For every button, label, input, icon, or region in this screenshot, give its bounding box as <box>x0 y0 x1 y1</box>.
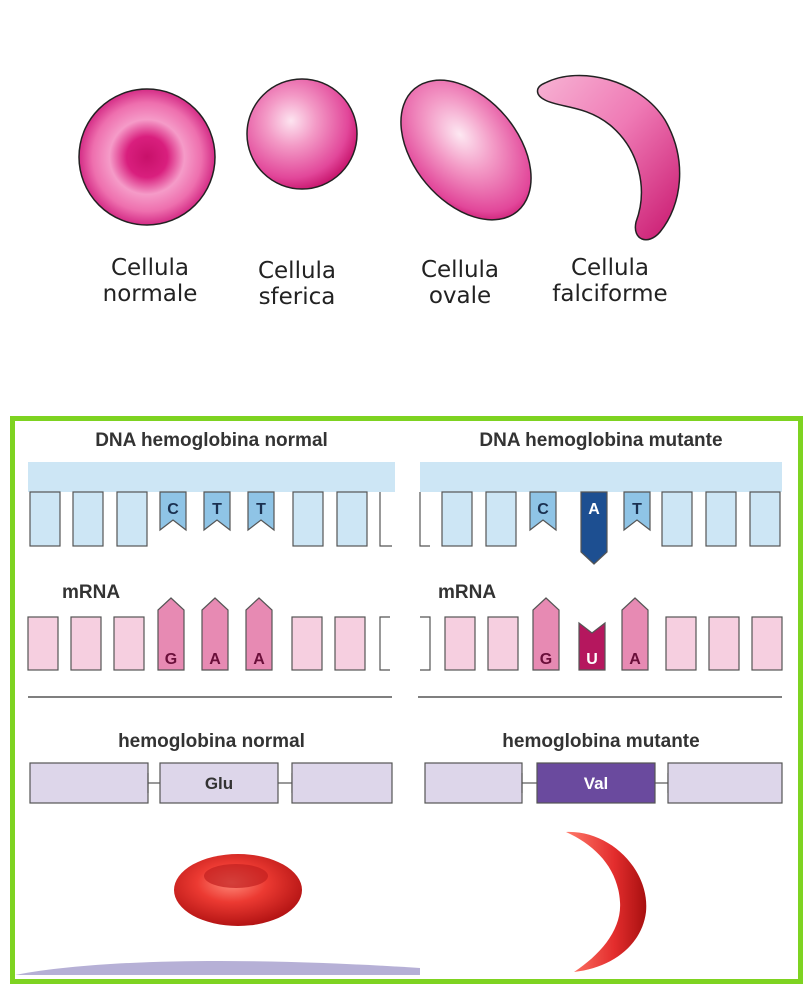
mrna-base-right-1: G <box>540 651 552 668</box>
sickle-red-blood-cell <box>566 831 647 972</box>
protein-chain-left <box>29 762 393 804</box>
caption-sickle-cell: Cellula falciforme <box>535 255 685 307</box>
title-dna-normal: DNA hemoglobina normal <box>95 430 328 451</box>
caption-line: Cellula <box>420 257 500 283</box>
title-protein-normal: hemoglobina normal <box>118 731 305 752</box>
mrna-base-right-2: U <box>586 651 598 668</box>
caption-line: normale <box>102 281 198 307</box>
dna-base-right-3: T <box>632 501 642 518</box>
caption-line: ovale <box>428 283 492 309</box>
caption-oval-cell: Cellula ovale <box>400 257 520 309</box>
dna-backbone-left <box>28 462 395 492</box>
dna-teeth-left <box>29 491 392 547</box>
caption-normal-cell: Cellula normale <box>90 255 210 307</box>
caption-line: Cellula <box>110 255 190 281</box>
dna-base-left-1: C <box>167 501 179 518</box>
dna-base-left-3: T <box>256 501 266 518</box>
spherical-cell-shape <box>246 78 358 190</box>
normal-red-blood-cell <box>174 854 302 926</box>
cell-shapes-illustration <box>78 74 681 241</box>
mrna-highlight-codon-right <box>532 597 649 671</box>
mrna-base-left-2: A <box>209 651 221 668</box>
amino-acid-left: Glu <box>205 774 233 793</box>
caption-line: Cellula <box>570 255 650 281</box>
normal-cell-shape <box>78 88 216 226</box>
dna-teeth-right <box>419 491 781 547</box>
dna-highlight-bases-right <box>529 491 651 565</box>
mrna-highlight-codon-left <box>157 597 273 671</box>
label-mrna-right: mRNA <box>438 582 497 603</box>
title-dna-mutant: DNA hemoglobina mutante <box>479 430 723 451</box>
caption-spherical-cell: Cellula sferica <box>237 258 357 310</box>
title-protein-mutant: hemoglobina mutante <box>502 731 700 752</box>
oval-cell-shape <box>400 79 532 221</box>
mrna-base-right-3: A <box>629 651 641 668</box>
mrna-base-left-3: A <box>253 651 265 668</box>
dna-base-right-1: C <box>537 501 549 518</box>
decorative-ground <box>15 960 420 975</box>
mrna-strand-right <box>420 616 783 671</box>
dna-highlight-bases-left <box>159 491 275 532</box>
sickle-cell-shape <box>536 74 681 241</box>
caption-line: falciforme <box>552 281 668 307</box>
dna-base-left-2: T <box>212 501 222 518</box>
caption-line: Cellula <box>257 258 337 284</box>
protein-chain-right <box>424 762 783 804</box>
dna-backbone-right <box>420 462 782 492</box>
caption-line: sferica <box>258 284 336 310</box>
dna-base-right-2: A <box>588 501 600 518</box>
amino-acid-right: Val <box>584 774 609 793</box>
mrna-strand-left <box>27 616 390 671</box>
mrna-base-left-1: G <box>165 651 177 668</box>
label-mrna-left: mRNA <box>62 582 121 603</box>
